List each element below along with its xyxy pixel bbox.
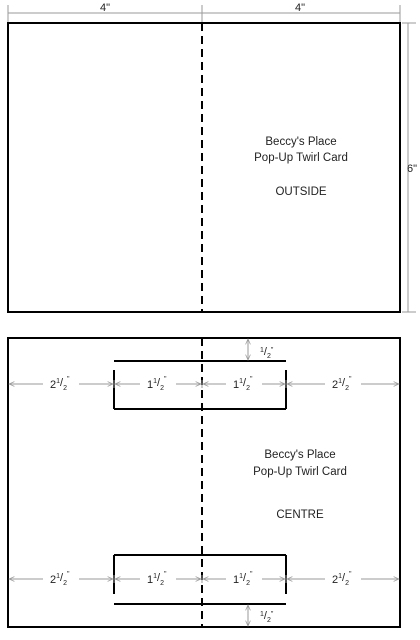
outside-right-width-label: 4" bbox=[295, 2, 305, 14]
bottom-width-dimension-row: 21/2" 11/2" 11/2" 21/2" bbox=[9, 571, 399, 587]
outside-panel: 4" 4" 6" Beccy's Place Pop-Up Twirl Card… bbox=[7, 2, 417, 313]
top-slot bbox=[113, 360, 287, 410]
centre-label: CENTRE bbox=[276, 509, 324, 521]
bottom-dim-label-2: 11/2" bbox=[233, 571, 253, 587]
outside-title-line1: Beccy's Place bbox=[265, 136, 336, 148]
centre-card-outline bbox=[7, 337, 401, 628]
outside-left-width-label: 4" bbox=[100, 2, 110, 14]
top-slot-gap-label: 1/2" bbox=[260, 346, 274, 360]
bottom-slot bbox=[113, 554, 287, 605]
bottom-slot-gap-dimension: 1/2" bbox=[248, 605, 274, 626]
top-dim-label-1: 11/2" bbox=[147, 376, 167, 392]
top-dim-label-0: 21/2" bbox=[50, 376, 70, 392]
centre-title-line2: Pop-Up Twirl Card bbox=[253, 466, 347, 478]
outside-top-dimension: 4" 4" bbox=[7, 2, 401, 22]
outside-title-line2: Pop-Up Twirl Card bbox=[254, 152, 348, 164]
bottom-dim-label-3: 21/2" bbox=[332, 571, 352, 587]
outside-height-label: 6" bbox=[407, 163, 417, 175]
outside-label: OUTSIDE bbox=[275, 186, 326, 198]
top-dim-label-3: 21/2" bbox=[332, 376, 352, 392]
centre-title-line1: Beccy's Place bbox=[264, 449, 335, 461]
top-dim-label-2: 11/2" bbox=[233, 376, 253, 392]
bottom-dim-label-0: 21/2" bbox=[50, 571, 70, 587]
outside-height-dimension: 6" bbox=[402, 22, 417, 313]
outside-card-outline bbox=[7, 22, 401, 313]
centre-panel: 1/2" 1/2" 21/2" 11/2" 11/2" 21/2" 21/2" 11/2… bbox=[7, 337, 401, 628]
bottom-dim-label-1: 11/2" bbox=[147, 571, 167, 587]
top-slot-gap-dimension: 1/2" bbox=[248, 339, 274, 360]
top-width-dimension-row: 21/2" 11/2" 11/2" 21/2" bbox=[9, 376, 399, 392]
bottom-slot-gap-label: 1/2" bbox=[260, 610, 274, 624]
